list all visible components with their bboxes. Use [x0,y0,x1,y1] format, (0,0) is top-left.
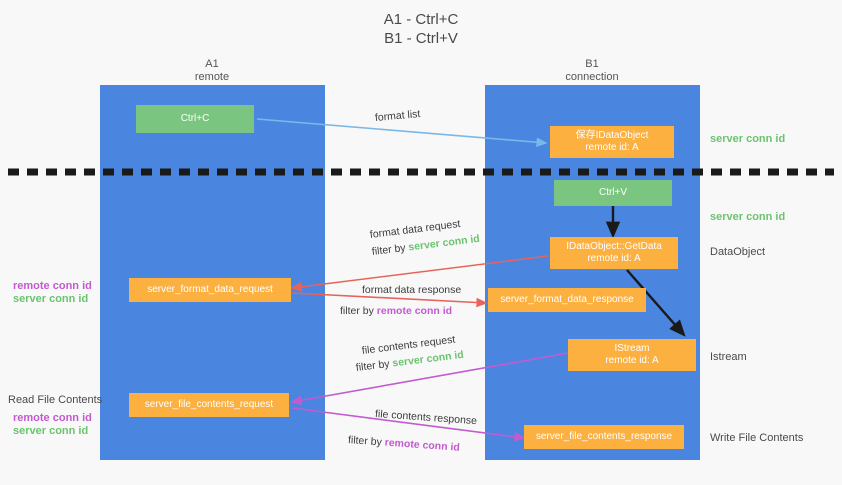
annotation-right-server-conn-id-mid: server conn id [710,211,786,223]
column-header-a1-name: A1 [205,58,219,70]
node-server-file-contents-request[interactable]: server_file_contents_request [129,393,289,417]
column-header-b1-sub: connection [565,71,619,83]
node-istream-line1: IStream [614,343,650,354]
edge-label-file-contents-response: file contents response [375,408,478,428]
edge-label-format-list: format list [374,108,420,125]
node-ctrl-v-label: Ctrl+V [598,187,628,198]
annotation-right-write-file-contents: Write File Contents [710,432,804,444]
filter-prefix: filter by [347,434,386,449]
node-ctrl-c-label: Ctrl+C [180,113,210,124]
annotation-right-dataobject: DataObject [710,246,766,258]
filter-value-remote-conn-id: remote conn id [384,436,461,454]
node-store-idataobject-line2: remote id: A [585,142,639,153]
node-server-format-data-response-label: server_format_data_response [500,294,634,305]
edge-label-file-contents-response-filter: filter by remote conn id [348,434,461,455]
title-line-2: B1 - Ctrl+V [384,30,458,47]
node-server-format-data-request[interactable]: server_format_data_request [129,278,291,302]
column-header-b1: B1 connection [512,58,672,84]
node-store-idataobject[interactable]: 保存IDataObject remote id: A [550,126,674,158]
annotation-right-server-conn-id-top: server conn id [710,133,786,145]
annotation-left-remote-conn-id-lower: remote conn id [13,412,92,424]
node-istream-line2: remote id: A [605,355,659,366]
node-server-file-contents-response-label: server_file_contents_response [535,431,673,442]
node-ctrl-v[interactable]: Ctrl+V [554,180,672,206]
annotation-left-remote-conn-id-upper: remote conn id [13,280,92,292]
column-header-a1: A1 remote [132,58,292,84]
node-server-format-data-request-label: server_format_data_request [147,284,273,295]
edge-label-format-data-response-text: format data response [362,284,462,296]
node-store-idataobject-line1: 保存IDataObject [575,130,649,141]
node-server-file-contents-response[interactable]: server_file_contents_response [524,425,684,449]
filter-prefix: filter by [340,305,377,317]
edge-label-file-contents-response-text: file contents response [374,408,478,428]
title-line-1: A1 - Ctrl+C [383,11,459,28]
edge-label-format-data-response-filter: filter by remote conn id [340,305,452,318]
filter-value-remote-conn-id: remote conn id [376,305,453,317]
annotation-left-read-file-contents: Read File Contents [8,394,103,406]
annotation-left-server-conn-id-upper: server conn id [13,293,89,305]
column-header-b1-name: B1 [585,58,599,70]
node-idataobject-getdata-line2: remote id: A [587,253,641,264]
node-idataobject-getdata-line1: IDataObject::GetData [566,241,662,252]
annotation-left-server-conn-id-lower: server conn id [13,425,89,437]
node-server-format-data-response[interactable]: server_format_data_response [488,288,646,312]
annotation-right-istream: Istream [710,351,747,363]
node-ctrl-c[interactable]: Ctrl+C [136,105,254,133]
column-header-a1-sub: remote [194,71,230,83]
node-istream[interactable]: IStream remote id: A [568,339,696,371]
node-server-file-contents-request-label: server_file_contents_request [144,399,274,410]
filter-prefix: filter by [355,357,394,374]
edge-label-format-list-text: format list [374,108,421,124]
edge-label-format-data-response: format data response [362,284,461,297]
page-title: A1 - Ctrl+C B1 - Ctrl+V [0,10,842,48]
node-idataobject-getdata[interactable]: IDataObject::GetData remote id: A [550,237,678,269]
filter-prefix: filter by [371,241,410,258]
